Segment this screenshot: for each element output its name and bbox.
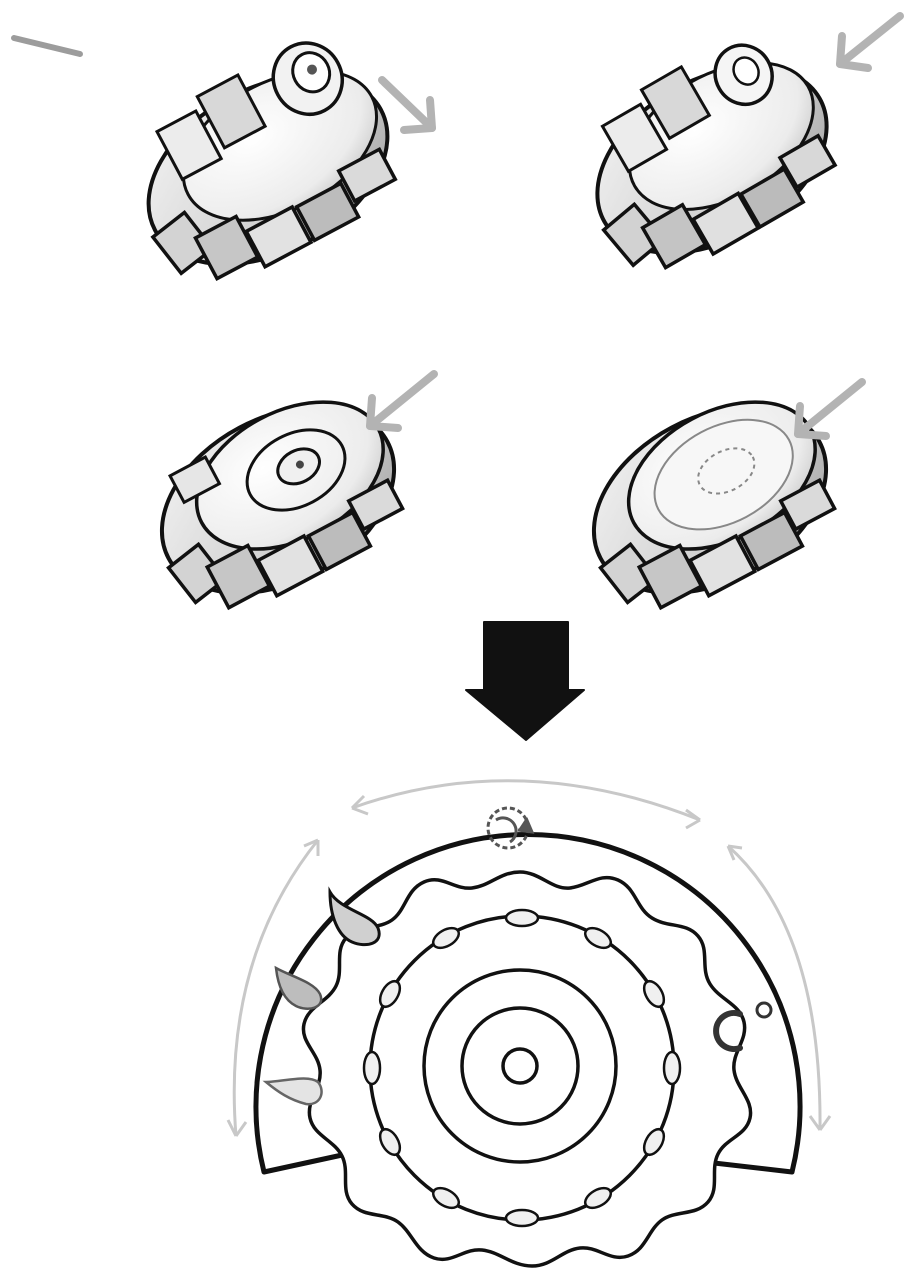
gray-arrow-icon [840,16,900,68]
dial-center [503,1049,537,1083]
gray-arrow-icon [798,382,862,436]
black-down-arrow-icon [466,622,584,740]
gray-arrow-icon [382,80,432,130]
wheel-top-left [14,23,432,306]
wheel-middle-right [558,369,862,634]
stray-stroke [14,38,80,54]
wheel-middle-left [126,369,434,634]
gray-arrow-icon [370,374,434,428]
control-dial [228,781,830,1266]
wheel-top-right [552,15,900,296]
